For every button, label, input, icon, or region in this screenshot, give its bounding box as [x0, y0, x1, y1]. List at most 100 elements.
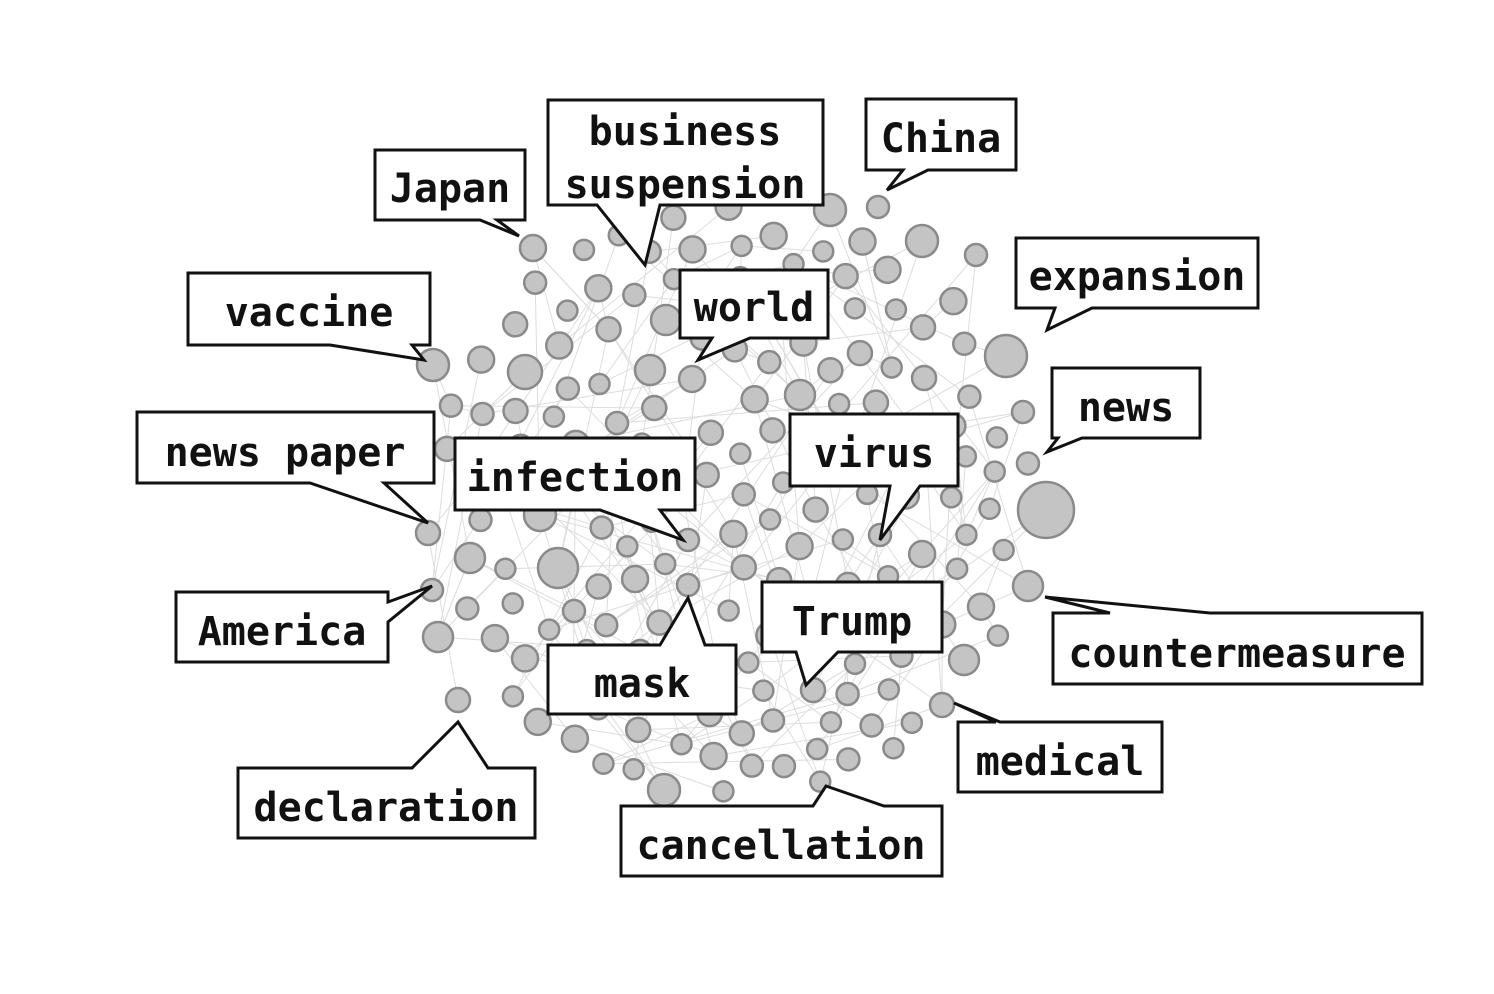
network-node — [593, 612, 619, 638]
label-declaration: declaration — [236, 719, 537, 840]
network-node — [739, 753, 765, 778]
label-news-paper-text: news paper — [165, 430, 406, 476]
label-cancellation: cancellation — [619, 784, 944, 878]
label-news-paper: news paper — [135, 410, 436, 525]
network-node — [561, 598, 587, 624]
network-edge — [597, 707, 665, 791]
network-node — [939, 286, 968, 316]
network-node — [978, 497, 1001, 521]
network-node — [646, 609, 673, 636]
network-node — [955, 523, 978, 547]
network-edge — [741, 245, 824, 252]
label-medical-text: medical — [976, 739, 1145, 785]
network-node — [827, 392, 851, 416]
network-node — [556, 299, 579, 322]
network-node — [737, 651, 760, 674]
network-node — [560, 724, 590, 754]
network-node — [910, 364, 938, 392]
network-node — [785, 531, 814, 561]
network-node — [537, 618, 561, 641]
network-node — [729, 442, 752, 465]
network-node — [646, 772, 682, 808]
label-trump: Trump — [760, 580, 944, 688]
network-edge — [956, 456, 967, 569]
label-mask: mask — [546, 594, 738, 716]
network-node — [836, 747, 861, 772]
network-node — [444, 686, 472, 714]
network-node — [592, 752, 615, 775]
network-node — [438, 393, 464, 418]
label-china: China — [864, 97, 1018, 192]
label-virus-text: virus — [814, 431, 934, 477]
label-virus: virus — [788, 412, 960, 541]
label-business-suspension-line1: business — [589, 109, 782, 155]
network-node — [843, 297, 867, 320]
network-edge — [537, 721, 682, 745]
network-node — [759, 221, 788, 251]
label-medical: medical — [953, 701, 1164, 794]
network-node — [758, 508, 782, 531]
network-node — [859, 713, 884, 738]
network-node — [555, 376, 581, 401]
network-edge — [892, 655, 902, 749]
network-node — [660, 204, 687, 231]
network-edge — [649, 235, 774, 253]
network-edge — [847, 635, 999, 695]
network-node — [518, 233, 548, 263]
label-declaration-text: declaration — [254, 785, 519, 831]
network-node — [812, 240, 835, 263]
label-news: news — [1042, 366, 1202, 456]
network-node — [1011, 569, 1045, 603]
label-china-text: China — [881, 116, 1001, 162]
network-node — [415, 347, 451, 383]
network-edge — [574, 738, 724, 792]
network-node — [945, 557, 969, 580]
network-node — [966, 592, 996, 621]
network-node — [947, 643, 981, 677]
network-node — [468, 507, 493, 533]
network-node — [544, 331, 574, 360]
network-node — [985, 426, 1009, 449]
network-node — [846, 339, 874, 367]
network-edge — [751, 663, 856, 767]
network-node — [585, 573, 612, 600]
keyword-labels: Japan business suspension China vaccine … — [135, 97, 1424, 878]
network-node — [865, 194, 891, 220]
network-node — [536, 546, 580, 590]
network-node — [712, 780, 735, 803]
network-node — [455, 596, 480, 621]
label-news-text: news — [1078, 385, 1174, 431]
network-node — [494, 557, 517, 581]
network-node — [731, 482, 756, 507]
network-node — [584, 274, 613, 303]
network-node — [880, 356, 903, 379]
network-node — [907, 539, 937, 569]
network-node — [802, 496, 829, 523]
network-node — [693, 461, 720, 489]
network-edge — [616, 251, 651, 424]
network-node — [939, 486, 963, 509]
label-cancellation-text: cancellation — [637, 823, 926, 869]
network-node — [699, 741, 728, 771]
network-node — [963, 242, 989, 268]
network-node — [717, 599, 740, 622]
network-edge — [532, 247, 609, 330]
network-node — [904, 223, 940, 259]
network-node — [697, 419, 725, 447]
label-vaccine: vaccine — [186, 271, 432, 363]
network-edge — [608, 328, 734, 535]
network-node — [589, 515, 614, 540]
network-node — [952, 331, 977, 356]
network-edge — [598, 707, 714, 757]
network-node — [675, 572, 701, 598]
network-edge — [505, 563, 666, 570]
network-edge — [915, 471, 996, 596]
label-mask-text: mask — [594, 661, 690, 707]
network-edge — [989, 411, 1024, 509]
network-edge — [861, 241, 893, 368]
network-node — [759, 417, 786, 444]
network-node — [740, 385, 769, 414]
network-node — [506, 353, 544, 391]
network-edge — [427, 532, 459, 701]
